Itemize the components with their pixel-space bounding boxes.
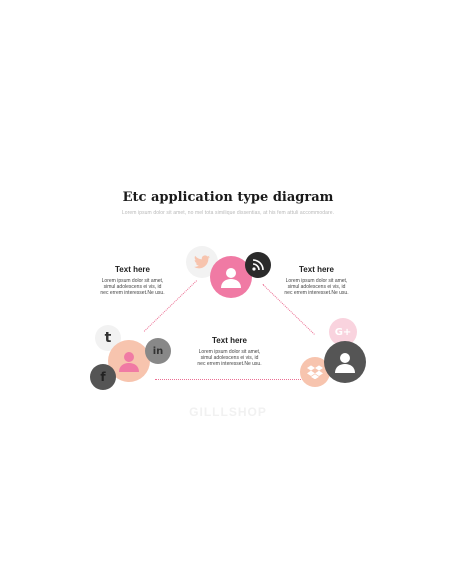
text-block-center: Text here Lorem ipsum dolor sit amet, si… bbox=[187, 336, 272, 367]
text-block-heading: Text here bbox=[115, 265, 150, 274]
connector-line-bottom bbox=[155, 379, 305, 380]
text-block-left: Text here Lorem ipsum dolor sit amet, si… bbox=[90, 265, 175, 296]
text-block-body: Lorem ipsum dolor sit amet, simul adoles… bbox=[284, 278, 349, 296]
text-block-right: Text here Lorem ipsum dolor sit amet, si… bbox=[274, 265, 359, 296]
watermark: GILLLSHOP bbox=[189, 405, 267, 419]
diagram-title: Etc application type diagram bbox=[122, 190, 334, 205]
text-block-heading: Text here bbox=[212, 336, 247, 345]
user-avatar-right bbox=[324, 341, 366, 383]
text-block-body: Lorem ipsum dolor sit amet, simul adoles… bbox=[100, 278, 165, 296]
text-block-body: Lorem ipsum dolor sit amet, simul adoles… bbox=[197, 349, 262, 367]
facebook-icon: f bbox=[90, 364, 116, 390]
diagram-subtitle: Lorem ipsum dolor sit amet, no mel tota … bbox=[121, 210, 335, 216]
rss-icon bbox=[245, 252, 271, 278]
linkedin-icon: in bbox=[145, 338, 171, 364]
text-block-heading: Text here bbox=[299, 265, 334, 274]
twitter-icon bbox=[186, 246, 218, 278]
user-avatar-left bbox=[108, 340, 150, 382]
